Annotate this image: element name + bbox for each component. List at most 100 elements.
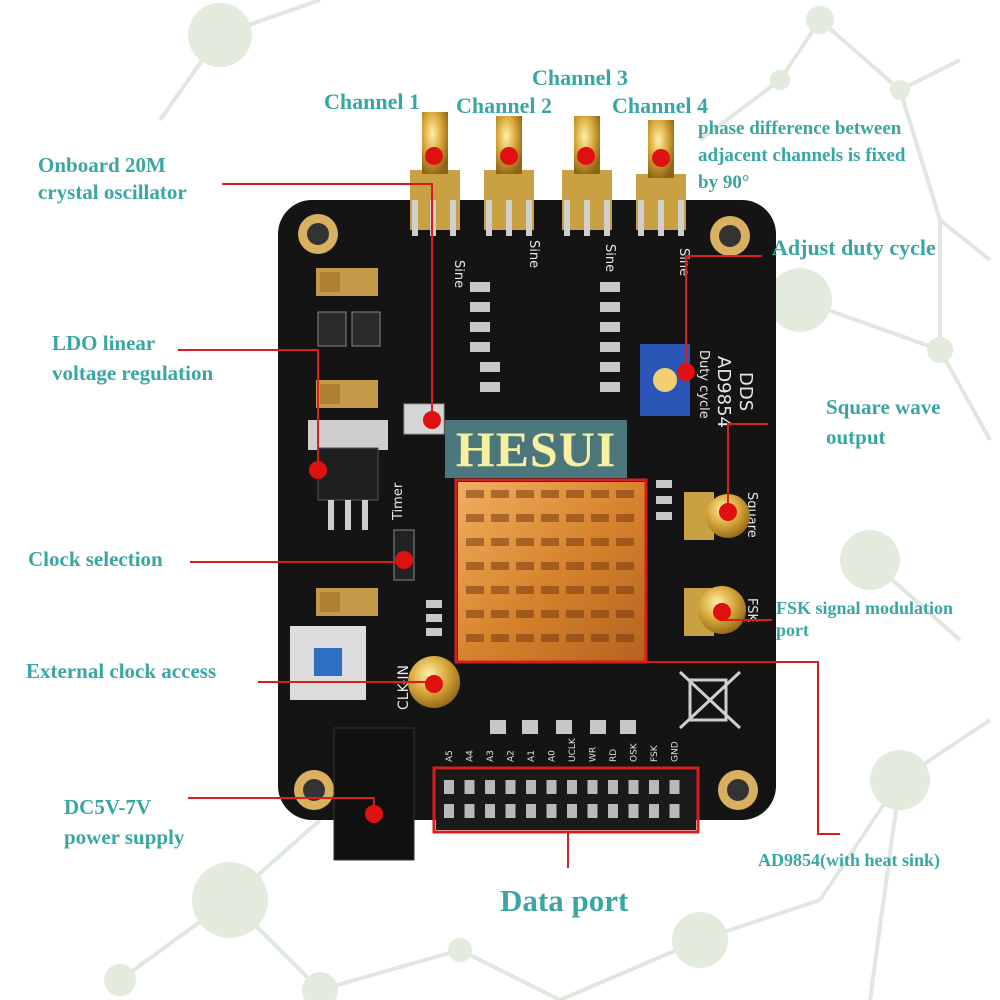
heat-sink-fin [466,586,484,594]
label-fsk-port: FSK signal modulation port [776,598,953,640]
silk-sine-2: Sine [526,240,541,268]
label-fsk-line-1: FSK signal modulation [776,598,954,618]
silk-dds: DDS [735,372,756,411]
heat-sink [458,482,646,662]
header-pin [669,780,680,794]
heat-sink-fin [466,538,484,546]
header-pin [546,780,557,794]
header-pin [464,804,475,818]
heat-sink-fin [541,610,559,618]
heat-sink-fin [516,490,534,498]
pin-label: A0 [548,750,558,762]
heat-sink-fin [516,562,534,570]
header-pin [567,780,577,794]
label-phase-line-3: by 90° [698,171,750,193]
header-pin [444,780,454,794]
data-port-header [436,772,696,830]
label-crystal-line-1: Onboard 20M [38,153,166,177]
label-phase-difference: phase difference between adjacent channe… [698,118,905,193]
header-pin [444,804,454,818]
heat-sink-fin [516,514,534,522]
pin-label: A5 [445,750,455,762]
header-pin [608,804,618,818]
heat-sink-fin [466,610,484,618]
heat-sink-fin [491,586,509,594]
data-port-highlight [432,766,700,834]
heat-sink-fin [541,490,559,498]
label-phase-line-1: phase difference between [698,118,902,139]
crossed-bin-icon [678,670,742,730]
label-adjust-duty-cycle: Adjust duty cycle [772,235,936,260]
pin-label: A3 [486,750,496,762]
label-external-clock: External clock access [26,659,217,683]
heat-sink-fin [466,562,484,570]
header-pin [669,804,680,818]
label-square-line-2: output [826,424,886,449]
heat-sink-fin [516,538,534,546]
sma-connector-icon [408,492,750,708]
heat-sink-fin [591,490,609,498]
label-clock-selection: Clock selection [28,547,163,571]
silk-chip-name: AD9854 [713,356,734,428]
label-channel-4: Channel 4 [612,93,708,118]
header-pin [587,780,598,794]
header-pin [587,804,598,818]
header-pin [628,780,639,794]
header-pin [567,804,577,818]
header-pin [485,780,495,794]
heat-sink-fin [616,538,634,546]
heat-sink-fin [566,514,584,522]
pin-label: A2 [507,750,517,762]
heat-sink-fin [616,490,634,498]
header-pin [649,780,659,794]
pin-label: RD [609,749,619,762]
heat-sink-fin [541,562,559,570]
heat-sink-fin [566,610,584,618]
board-silkscreen: Sine Sine Sine Sine Duty cycle AD9854 DD… [391,240,759,710]
label-ldo-line-1: LDO linear [52,331,156,355]
header-pin [485,804,495,818]
dot-marker-icon [309,147,737,823]
heat-sink-fin [616,562,634,570]
pin-label: FSK [650,744,660,762]
pin-label: GND [671,741,681,762]
header-pin [526,804,536,818]
mounting-hole-icon [294,214,758,810]
heat-sink-fin [491,514,509,522]
heat-sink-fin [491,634,509,642]
header-pin [546,804,557,818]
heatsink-highlight [454,478,648,664]
label-dc-power: DC5V-7V power supply [64,795,184,849]
heat-sink-fin [591,610,609,618]
heat-sink-fin [541,586,559,594]
label-fsk-line-2: port [776,620,809,641]
heat-sink-fin [591,538,609,546]
heat-sink-fin [591,562,609,570]
silk-clk-in: CLK-IN [396,665,412,710]
label-crystal-oscillator: Onboard 20M crystal oscillator [38,153,187,204]
label-dc-line-1: DC5V-7V [64,795,152,819]
heat-sink-fin [591,634,609,642]
heat-sink-fin [566,538,584,546]
header-pin [526,780,536,794]
heat-sink-fin [466,490,484,498]
label-ldo: LDO linear voltage regulation [52,331,213,385]
label-ad9854: AD9854(with heat sink) [758,850,941,870]
heat-sink-fin [491,610,509,618]
label-phase-line-2: adjacent channels is fixed [698,145,906,167]
heat-sink-fin [616,586,634,594]
heat-sink-fin [466,514,484,522]
label-crystal-line-2: crystal oscillator [38,179,187,204]
heat-sink-fin [491,490,509,498]
heat-sink-fin [516,586,534,594]
silk-timer: Timer [391,482,406,521]
heat-sink-fin [616,514,634,522]
heat-sink-fin [566,634,584,642]
heat-sink-fin [466,634,484,642]
pin-label: WR [589,747,599,762]
header-pin [505,804,516,818]
label-square-wave: Square wave output [826,395,941,449]
heat-sink-fin [616,610,634,618]
